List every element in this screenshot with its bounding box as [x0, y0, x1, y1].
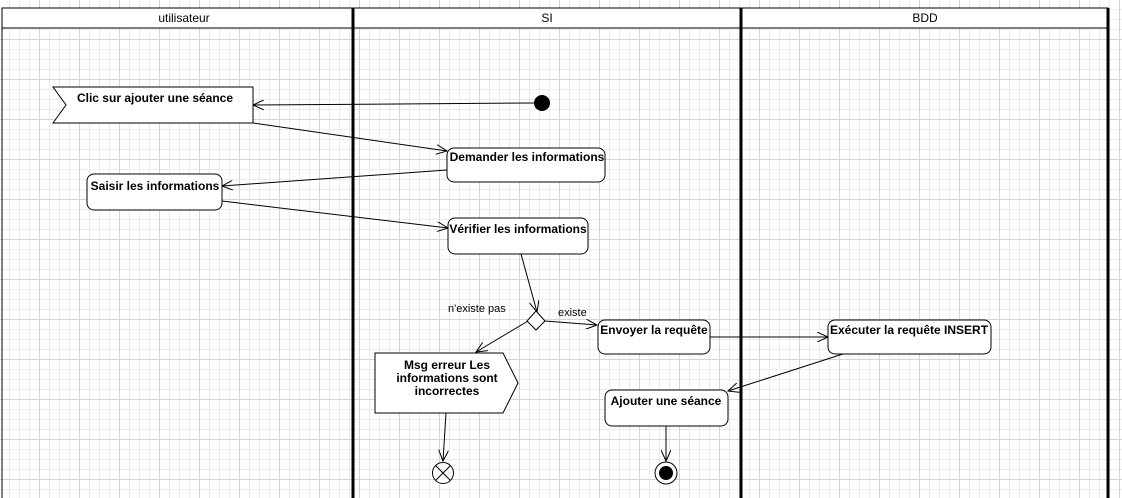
initial-node: [534, 95, 550, 111]
flow-request-to-enter: [222, 169, 448, 186]
flow-enter-to-verify: [221, 200, 448, 228]
action-shape: [827, 319, 992, 355]
action-label: Envoyer la requête: [600, 323, 708, 337]
guard-not-exists: n'existe pas: [448, 303, 506, 315]
lane-header-bdd: BDD: [912, 11, 938, 25]
activity-final-node: [654, 461, 678, 485]
action-verify-info: Vérifier les informations: [447, 217, 589, 255]
flow-decision-to-send: [544, 321, 597, 325]
error-line-3: incorrectes: [415, 384, 480, 398]
flow-final-node: [432, 462, 454, 484]
action-enter-info: Saisir les informations: [86, 173, 223, 211]
action-shape: [86, 173, 223, 211]
flow-final-cross-b: [435, 465, 451, 481]
action-label: Vérifier les informations: [449, 222, 587, 236]
flow-decision-to-error: [476, 320, 529, 352]
action-execute-insert: Exécuter la requête INSERT: [827, 319, 992, 355]
lane-header-user: utilisateur: [158, 11, 209, 25]
guard-exists: existe: [558, 307, 587, 319]
control-flows: [221, 103, 847, 461]
action-label: Demander les informations: [450, 150, 605, 164]
flow-click-to-request: [252, 122, 447, 151]
error-line-2: informations sont: [396, 371, 497, 385]
activity-final-dot: [659, 466, 673, 480]
lane-header-si: SI: [541, 11, 552, 25]
flow-execute-to-add: [728, 352, 847, 391]
action-click-add-session: Clic sur ajouter une séance: [52, 86, 254, 124]
action-label: Saisir les informations: [91, 179, 220, 193]
action-request-info: Demander les informations: [446, 147, 606, 183]
signal-send-shape: [374, 352, 519, 414]
flow-error-to-flowfinal: [443, 412, 446, 461]
action-shape: [604, 389, 729, 427]
action-label: Clic sur ajouter une séance: [77, 91, 233, 105]
action-label: Ajouter une séance: [611, 394, 722, 408]
signal-receipt-shape: [52, 86, 254, 124]
action-shape: [446, 147, 606, 183]
action-add-session: Ajouter une séance: [604, 389, 729, 427]
action-error-message: Msg erreur Les informations sont incorre…: [374, 352, 519, 414]
action-label: Exécuter la requête INSERT: [830, 323, 989, 337]
error-line-1: Msg erreur Les: [404, 358, 490, 372]
flow-start-to-click: [253, 103, 535, 105]
flow-verify-to-decision: [520, 253, 537, 312]
action-shape: [597, 319, 711, 355]
swimlanes: utilisateur SI BDD: [1, 7, 1110, 498]
action-shape: [447, 217, 589, 255]
action-send-request: Envoyer la requête: [597, 319, 711, 355]
decision-node: [526, 310, 546, 331]
